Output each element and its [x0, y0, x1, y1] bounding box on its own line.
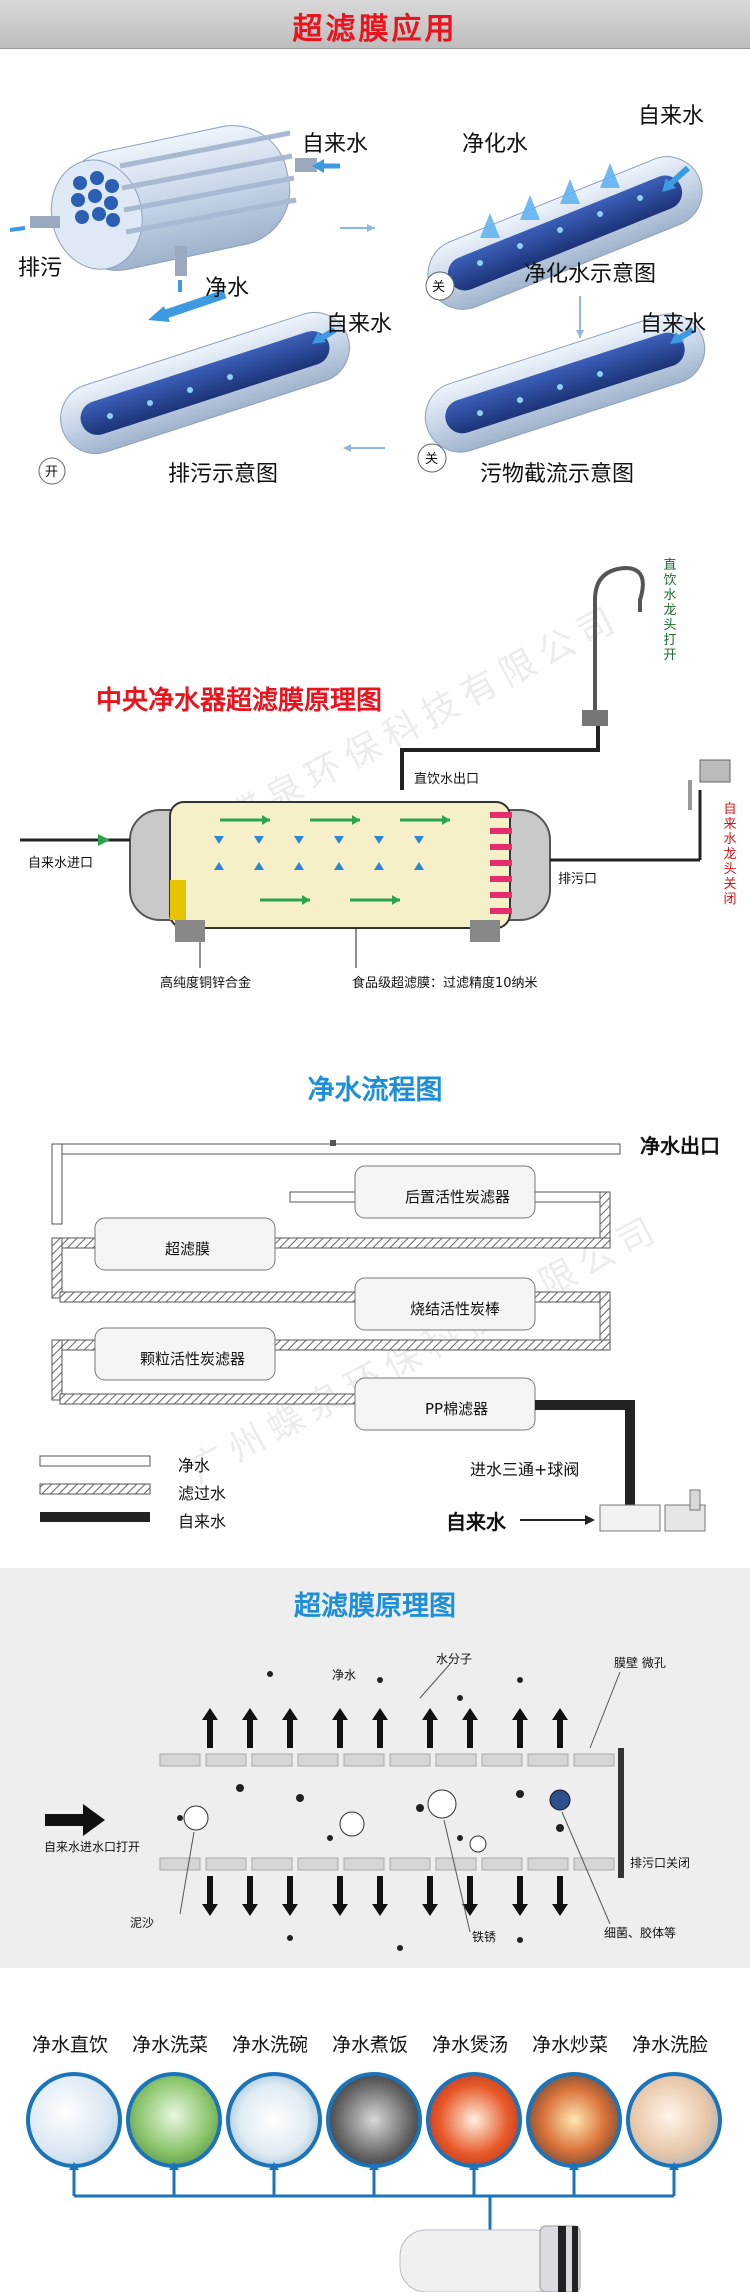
purified-water-tube [425, 156, 703, 310]
br-caption: 污物截流示意图 [480, 462, 635, 487]
flow-tap-water-label: 自来水 [446, 1510, 506, 1534]
filter-post-carbon: 后置活性炭滤器 [405, 1188, 511, 1206]
faucet-open-label: 直饮水龙头打开 [663, 558, 677, 663]
rust-label: 铁锈 [472, 1930, 497, 1944]
principle-title: 超滤膜原理图 [294, 1591, 456, 1622]
uses-section: 净水直饮 净水洗菜 净水洗碗 净水煮饭 净水煲汤 净水炒菜 净水洗脸 [0, 1968, 750, 2292]
uf-cartridge-icon [399, 2225, 581, 2292]
water-molecule-label: 水分子 [436, 1652, 473, 1666]
interception-tube [417, 313, 706, 473]
legend-filtered: 滤过水 [178, 1484, 227, 1503]
page-title: 超滤膜应用 [292, 12, 458, 47]
legend-tap: 自来水 [178, 1512, 227, 1531]
bacteria-particle [549, 1789, 571, 1811]
flow-title: 净水流程图 [307, 1075, 443, 1106]
tr-tap-water-label: 自来水 [638, 104, 705, 129]
flow-diagram [39, 1140, 706, 1532]
rust-particle [427, 1789, 457, 1819]
drain-label: 排污口 [558, 872, 598, 887]
flow-outlet-label: 净水出口 [640, 1134, 720, 1158]
use-label-5: 净水炒菜 [531, 2034, 608, 2056]
use-label-2: 净水洗碗 [231, 2034, 308, 2056]
membrane-pore-label: 膜壁 微孔 [614, 1656, 666, 1670]
alloy-label: 高纯度铜锌合金 [160, 976, 252, 991]
inlet-open-label: 自来水进水口打开 [44, 1840, 141, 1854]
flow-section: 净水流程图 广州蝶泉环保科技有限公司 [0, 1060, 750, 1550]
uses-connector [69, 2162, 679, 2292]
mud-particle [183, 1805, 209, 1831]
principle-section: 超滤膜原理图 [0, 1568, 750, 1968]
use-label-0: 净水直饮 [31, 2034, 108, 2056]
central-purifier-section: 广州蝶泉环保科技有限公司 [0, 540, 750, 1020]
tr-caption: 净化水示意图 [524, 262, 657, 287]
filter-sintered-carbon: 烧结活性炭棒 [410, 1300, 501, 1318]
filter-granular-carbon: 颗粒活性炭滤器 [140, 1350, 246, 1368]
bl-valve-label: 开 [45, 465, 59, 480]
drain-tube [38, 289, 350, 485]
central-purifier-diagram [20, 565, 731, 968]
tap-faucet-icon [699, 759, 731, 783]
valve-label: 进水三通+球阀 [470, 1460, 580, 1479]
principle-clean-label: 净水 [332, 1668, 357, 1682]
use-soup-image [426, 2072, 522, 2168]
tl-drain-label: 排污 [18, 256, 63, 281]
mud-label: 泥沙 [130, 1916, 155, 1930]
br-valve-label: 关 [425, 452, 439, 467]
use-drink-image [26, 2072, 122, 2168]
legend-clean: 净水 [178, 1456, 211, 1475]
tr-valve-label: 关 [432, 280, 446, 295]
tl-tap-water-label: 自来水 [302, 132, 369, 157]
bl-tap-water-label: 自来水 [326, 312, 393, 337]
use-label-3: 净水煮饭 [331, 2034, 408, 2056]
outlet-label: 直饮水出口 [414, 772, 480, 787]
principle-diagram [45, 1663, 624, 1951]
br-tap-water-label: 自来水 [640, 312, 707, 337]
filter-uf: 超滤膜 [165, 1240, 211, 1258]
bacteria-label: 细菌、胶体等 [604, 1926, 677, 1940]
tr-purified-label: 净化水 [462, 132, 529, 157]
use-label-1: 净水洗菜 [131, 2034, 208, 2056]
application-diagram [9, 125, 706, 485]
use-wash-dish-image [226, 2072, 322, 2168]
membrane-label: 食品级超滤膜：过滤精度10纳米 [352, 976, 538, 991]
filter-pp: PP棉滤器 [425, 1400, 489, 1418]
faucet-closed-label: 自来水龙头关闭 [723, 802, 737, 907]
drain-closed-label: 排污口关闭 [630, 1856, 691, 1870]
header-bar: 超滤膜应用 [0, 0, 750, 49]
central-title: 中央净水器超滤膜原理图 [96, 686, 383, 716]
inlet-label: 自来水进口 [28, 856, 94, 871]
faucet-icon [593, 565, 645, 720]
tl-clean-water-label: 净水 [205, 276, 250, 301]
use-face-wash-image [626, 2072, 722, 2168]
use-rice-cooker-image [326, 2072, 422, 2168]
use-label-4: 净水煲汤 [431, 2034, 508, 2056]
bl-caption: 排污示意图 [168, 462, 279, 487]
use-label-6: 净水洗脸 [631, 2034, 708, 2056]
application-section: 自来水 排污 净水 净化水 自来水 净化水示意图 关 自来水 排污示意图 开 自… [0, 48, 750, 500]
uf-module-illustration [9, 125, 340, 292]
